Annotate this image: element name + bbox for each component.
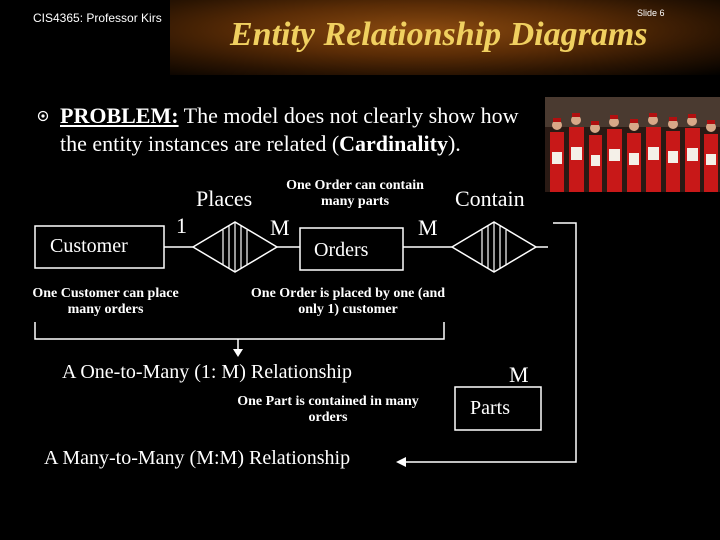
note-part-in-orders: One Part is contained in many orders <box>237 394 419 425</box>
orders-entity-box <box>299 227 404 271</box>
cardinality-places-orders: M <box>270 215 290 240</box>
parts-entity-label: Parts <box>470 397 510 419</box>
problem-statement: PROBLEM: The model does not clearly show… <box>60 102 550 158</box>
cardinality-term: Cardinality <box>339 131 448 156</box>
cardinality-orders-contain: M <box>418 215 438 240</box>
problem-text-end: ). <box>447 131 461 156</box>
note-order-contains-parts: One Order can contain many parts <box>286 178 424 209</box>
note-customer-places-orders: One Customer can place many orders <box>32 286 179 317</box>
places-relationship-label: Places <box>196 186 253 211</box>
clergy-photo <box>545 97 720 192</box>
contain-relationship-label: Contain <box>455 186 525 211</box>
course-label: CIS4365: Professor Kirs <box>33 11 162 25</box>
one-to-many-arrow-icon <box>233 349 243 357</box>
problem-label: PROBLEM: <box>60 103 179 128</box>
parts-entity-box <box>454 386 542 431</box>
contain-diamond <box>450 221 538 273</box>
many-to-many-summary: A Many-to-Many (M:M) Relationship <box>44 447 351 469</box>
problem-text: The model does not clearly show how the … <box>60 103 519 156</box>
slide-number: Slide 6 <box>637 8 665 18</box>
customer-entity-label: Customer <box>50 235 128 257</box>
cardinality-customer-places: 1 <box>176 213 187 238</box>
one-to-many-bracket <box>34 322 445 350</box>
title-glow <box>170 0 720 75</box>
many-to-many-bracket <box>404 222 577 463</box>
cardinality-contain-parts: M <box>509 362 529 387</box>
places-diamond <box>191 221 279 273</box>
note-order-placed-by-customer: One Order is placed by one (and only 1) … <box>250 286 446 317</box>
orders-entity-label: Orders <box>314 239 369 261</box>
many-to-many-arrow-icon <box>396 457 406 467</box>
one-to-many-summary: A One-to-Many (1: M) Relationship <box>62 361 352 383</box>
slide-title: Entity Relationship Diagrams <box>230 16 648 53</box>
bullet-icon <box>37 110 49 122</box>
